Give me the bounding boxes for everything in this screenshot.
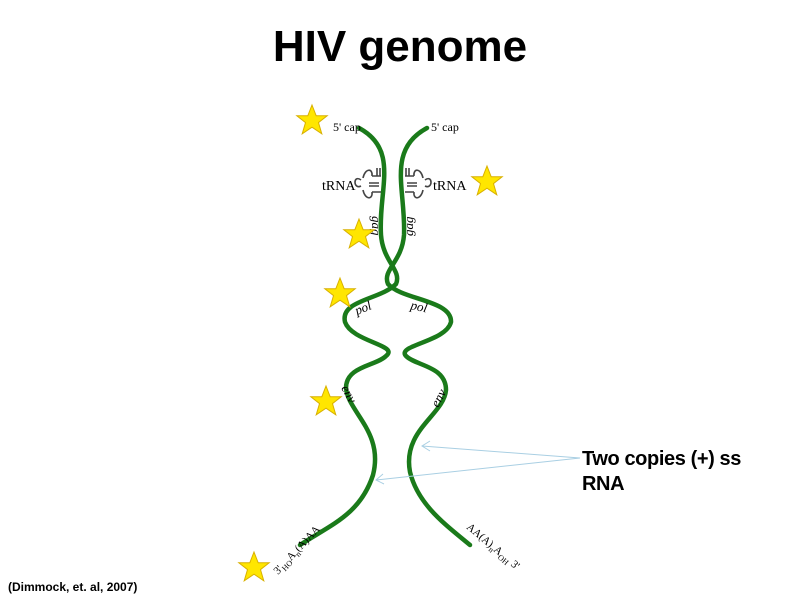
star-icon — [471, 165, 503, 196]
svg-text:3'HOAn(A)AA: 3'HOAn(A)AA — [271, 523, 324, 578]
star-icon — [324, 277, 356, 308]
right-three-prime-label: AA(A)nAOH3' — [463, 521, 522, 574]
left-3prime-n: n — [293, 550, 302, 559]
left-env-label: env — [338, 382, 360, 405]
right-pol-label: pol — [408, 297, 429, 315]
annotation-arrow-left-strand — [375, 457, 581, 481]
annotation-arrow-right-strand — [421, 445, 581, 459]
star-icon — [238, 551, 270, 582]
right-gag-label: gag — [401, 216, 416, 236]
left-3prime-tail: (A)AA — [293, 523, 323, 554]
trna-cloverleaf-icon — [354, 168, 381, 199]
right-five-prime-label: 5' cap — [431, 120, 459, 134]
right-3prime-n: n — [487, 545, 496, 554]
trna-cloverleaf-icon — [405, 168, 432, 199]
left-trna-label: tRNA — [322, 179, 356, 194]
star-icon — [296, 104, 328, 135]
page-title: HIV genome — [272, 22, 528, 71]
arrowhead — [375, 473, 385, 485]
svg-text:AA(A)nAOH3': AA(A)nAOH3' — [463, 521, 522, 574]
left-pol-label: pol — [352, 298, 374, 319]
left-gag-label: gag — [369, 216, 384, 236]
citation: (Dimmock, et. al, 2007) — [8, 580, 138, 594]
arrowhead — [421, 440, 431, 452]
left-three-prime-label: 3'HOAn(A)AA — [271, 523, 324, 578]
right-rna-strand — [384, 125, 473, 548]
left-five-prime-label: 5' cap — [333, 120, 361, 134]
star-icon — [310, 385, 342, 416]
annotation-text: Two copies (+) ss RNA — [582, 448, 741, 495]
right-trna-label: tRNA — [433, 179, 467, 194]
left-rna-strand — [297, 125, 400, 548]
